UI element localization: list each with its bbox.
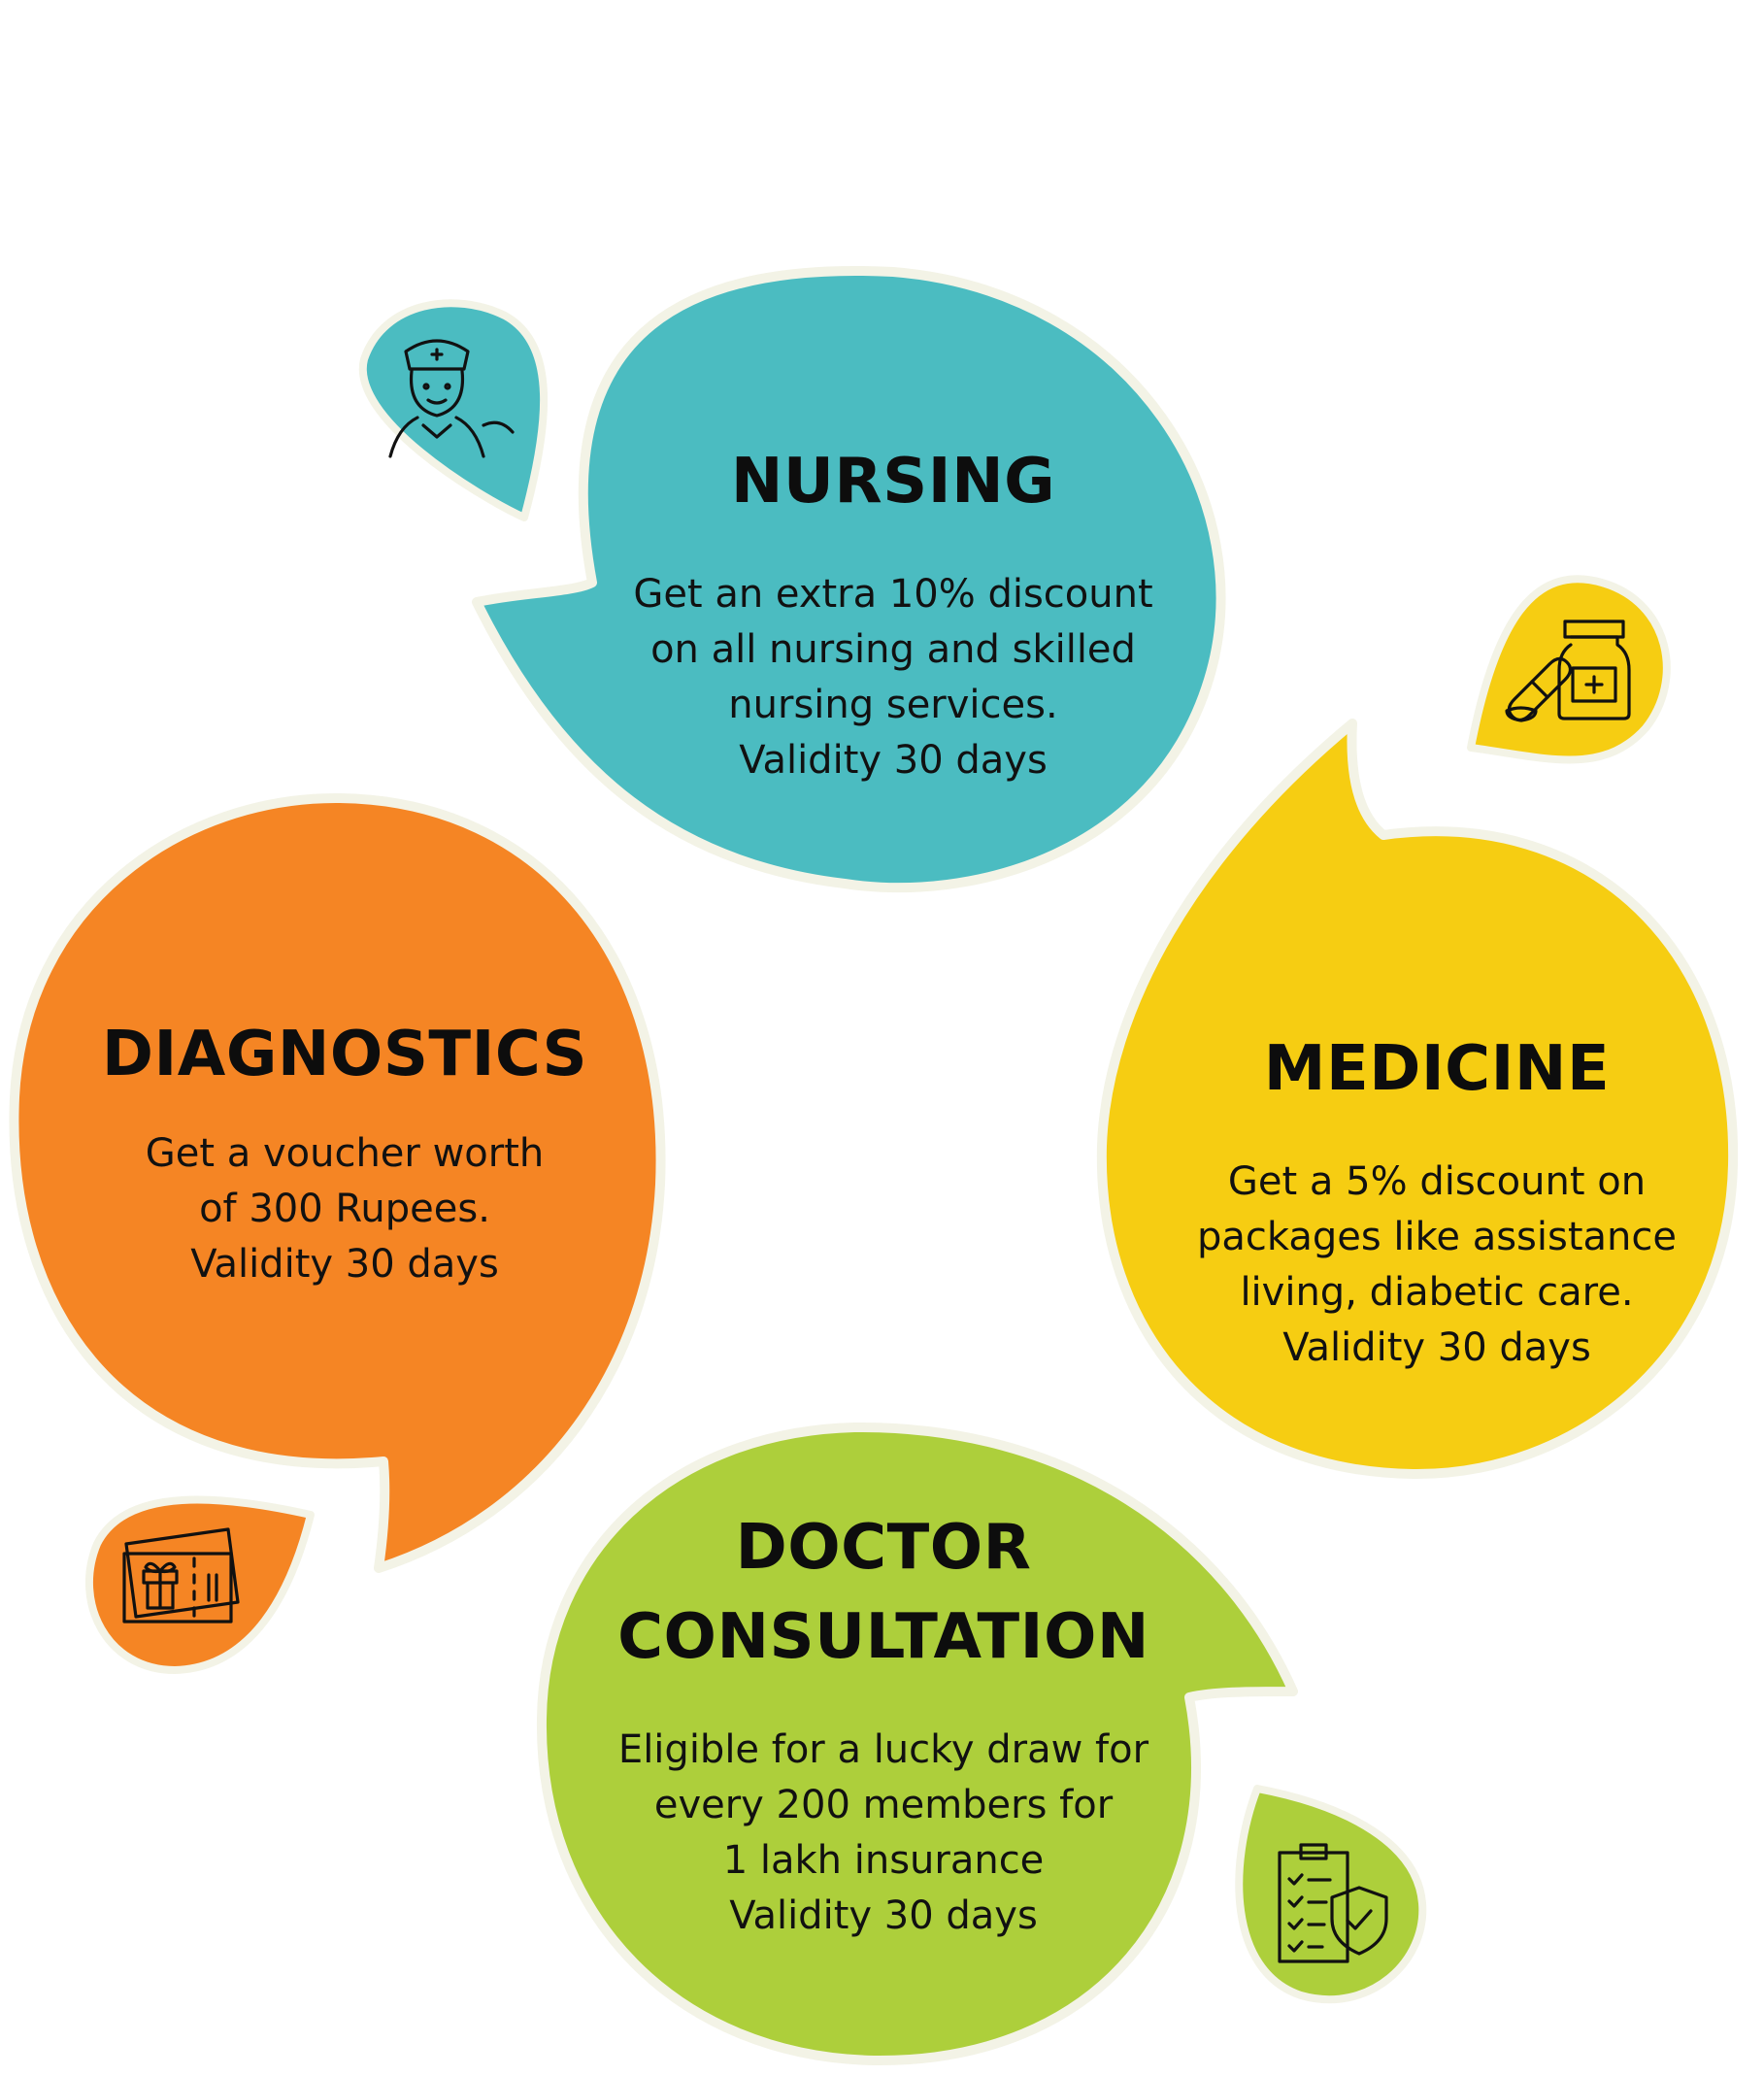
medicine-line-2: packages like assistance bbox=[1196, 1215, 1677, 1259]
nurse-icon bbox=[388, 339, 515, 458]
medicine-title: MEDICINE bbox=[1263, 1033, 1611, 1105]
diagnostics-icon-drop bbox=[85, 1495, 315, 1674]
doctor-description: Eligible for a lucky draw for every 200 … bbox=[534, 1723, 1233, 1944]
nursing-line-1: Get an extra 10% discount bbox=[633, 572, 1153, 617]
diagnostics-line-1: Get a voucher worth bbox=[145, 1131, 545, 1176]
nursing-title: NURSING bbox=[730, 446, 1056, 518]
nursing-bubble bbox=[472, 265, 1226, 893]
doctor-bubble bbox=[536, 1422, 1298, 2066]
insurance-clipboard-icon bbox=[1278, 1843, 1388, 1963]
nursing-drop-shape bbox=[358, 299, 549, 521]
doctor-line-3: 1 lakh insurance bbox=[722, 1838, 1045, 1883]
doctor-bubble-shape bbox=[536, 1422, 1298, 2066]
nursing-line-4: Validity 30 days bbox=[739, 738, 1048, 783]
doctor-card: DOCTOR CONSULTATION Eligible for a lucky… bbox=[534, 1503, 1233, 1944]
nursing-bubble-shape bbox=[472, 265, 1226, 893]
medicine-bubble-shape bbox=[1096, 719, 1739, 1480]
medicine-line-4: Validity 30 days bbox=[1282, 1325, 1591, 1370]
medicine-bottle-icon bbox=[1505, 619, 1631, 722]
doctor-line-2: every 200 members for bbox=[653, 1783, 1114, 1827]
doctor-title-line-2: CONSULTATION bbox=[617, 1601, 1149, 1673]
medicine-description: Get a 5% discount on packages like assis… bbox=[1107, 1155, 1764, 1376]
medicine-drop-shape bbox=[1467, 575, 1671, 764]
diagnostics-line-2: of 300 Rupees. bbox=[199, 1187, 490, 1231]
medicine-icon-drop bbox=[1467, 575, 1671, 764]
medicine-card: MEDICINE Get a 5% discount on packages l… bbox=[1107, 1024, 1764, 1376]
diagnostics-drop-shape bbox=[85, 1495, 315, 1674]
diagnostics-description: Get a voucher worth of 300 Rupees. Valid… bbox=[0, 1126, 689, 1292]
nursing-icon-drop bbox=[358, 299, 549, 521]
doctor-icon-drop bbox=[1235, 1785, 1427, 2004]
diagnostics-title: DIAGNOSTICS bbox=[101, 1019, 588, 1090]
nursing-description: Get an extra 10% discount on all nursing… bbox=[544, 567, 1243, 788]
nursing-card: NURSING Get an extra 10% discount on all… bbox=[544, 437, 1243, 788]
medicine-bubble bbox=[1096, 719, 1739, 1480]
medicine-line-3: living, diabetic care. bbox=[1240, 1270, 1634, 1315]
diagnostics-card: DIAGNOSTICS Get a voucher worth of 300 R… bbox=[0, 1010, 689, 1292]
doctor-line-4: Validity 30 days bbox=[729, 1893, 1038, 1938]
diagnostics-bubble-shape bbox=[9, 792, 666, 1573]
diagnostics-bubble bbox=[9, 792, 666, 1573]
medicine-line-1: Get a 5% discount on bbox=[1227, 1159, 1647, 1204]
doctor-title-line-1: DOCTOR bbox=[735, 1512, 1032, 1584]
diagnostics-line-3: Validity 30 days bbox=[190, 1242, 499, 1287]
nursing-line-2: on all nursing and skilled bbox=[650, 627, 1136, 672]
gift-voucher-icon bbox=[122, 1527, 240, 1624]
doctor-line-1: Eligible for a lucky draw for bbox=[617, 1727, 1149, 1772]
nursing-line-3: nursing services. bbox=[728, 683, 1058, 727]
doctor-drop-shape bbox=[1235, 1785, 1427, 2004]
